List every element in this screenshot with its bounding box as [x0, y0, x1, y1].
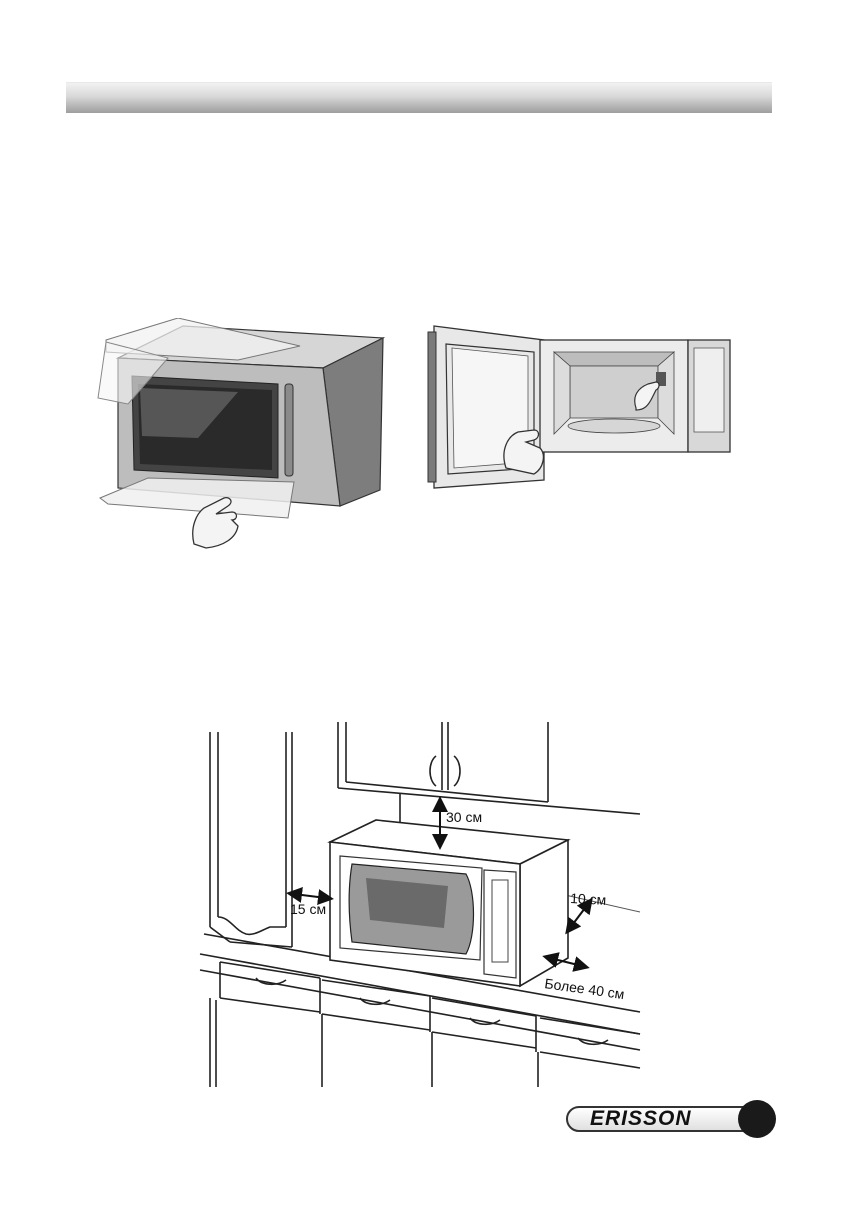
rear-gap-label: 10 см — [570, 890, 607, 908]
side-gap-label: 15 см — [290, 901, 326, 917]
tall-cabinet — [210, 732, 292, 947]
open-microwave — [428, 326, 730, 488]
clearance-diagram: 30 см 15 см 10 см Более 40 см — [190, 722, 650, 1092]
top-gap-label: 30 см — [446, 809, 482, 825]
page-number-dot — [738, 1100, 776, 1138]
unpacking-illustration — [88, 318, 754, 558]
wall-cabinet — [338, 722, 640, 822]
microwave-oven — [330, 820, 568, 986]
section-header-bar — [66, 82, 772, 113]
brand-logo: ERISSON — [562, 1100, 776, 1142]
front-space-label: Более 40 см — [544, 975, 626, 1002]
brand-logo-text: ERISSON — [590, 1107, 740, 1131]
